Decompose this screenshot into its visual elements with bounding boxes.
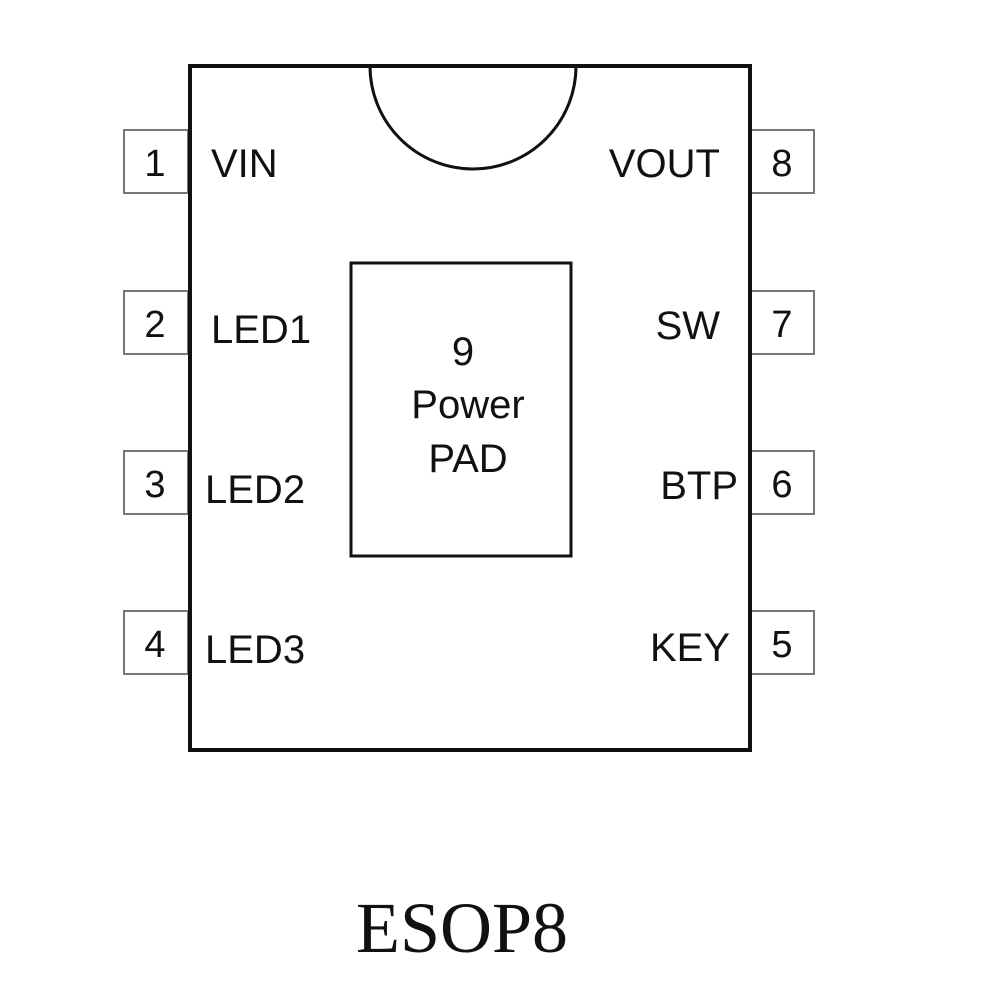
pin-label: BTP <box>660 464 738 508</box>
pin-number: 7 <box>771 304 792 346</box>
pin-number: 6 <box>771 464 792 506</box>
pin-3-box <box>123 450 189 515</box>
pin-2-box <box>123 290 189 355</box>
pin-number: 2 <box>144 304 165 346</box>
pin-number: 4 <box>144 624 165 666</box>
pad-label-line2: PAD <box>428 437 507 481</box>
pin-number: 3 <box>144 464 165 506</box>
pin-label: KEY <box>650 626 730 670</box>
power-pad <box>349 261 573 558</box>
pin-label: LED3 <box>205 628 305 672</box>
pin1-notch <box>368 65 578 171</box>
pin-number: 8 <box>771 143 792 185</box>
pin-6-box <box>750 450 815 515</box>
pad-label-line1: Power <box>411 383 524 427</box>
pin-label: LED1 <box>211 308 311 352</box>
pad-number: 9 <box>452 330 474 374</box>
pin-8-box <box>750 129 815 194</box>
pin-1-box <box>123 129 189 194</box>
pin-number: 1 <box>144 143 165 185</box>
pin-label: SW <box>656 304 721 348</box>
pin-label: VIN <box>211 142 278 186</box>
pin-number: 5 <box>771 624 792 666</box>
pin-label: VOUT <box>609 142 720 186</box>
pin-label: LED2 <box>205 468 305 512</box>
package-name: ESOP8 <box>356 888 568 968</box>
